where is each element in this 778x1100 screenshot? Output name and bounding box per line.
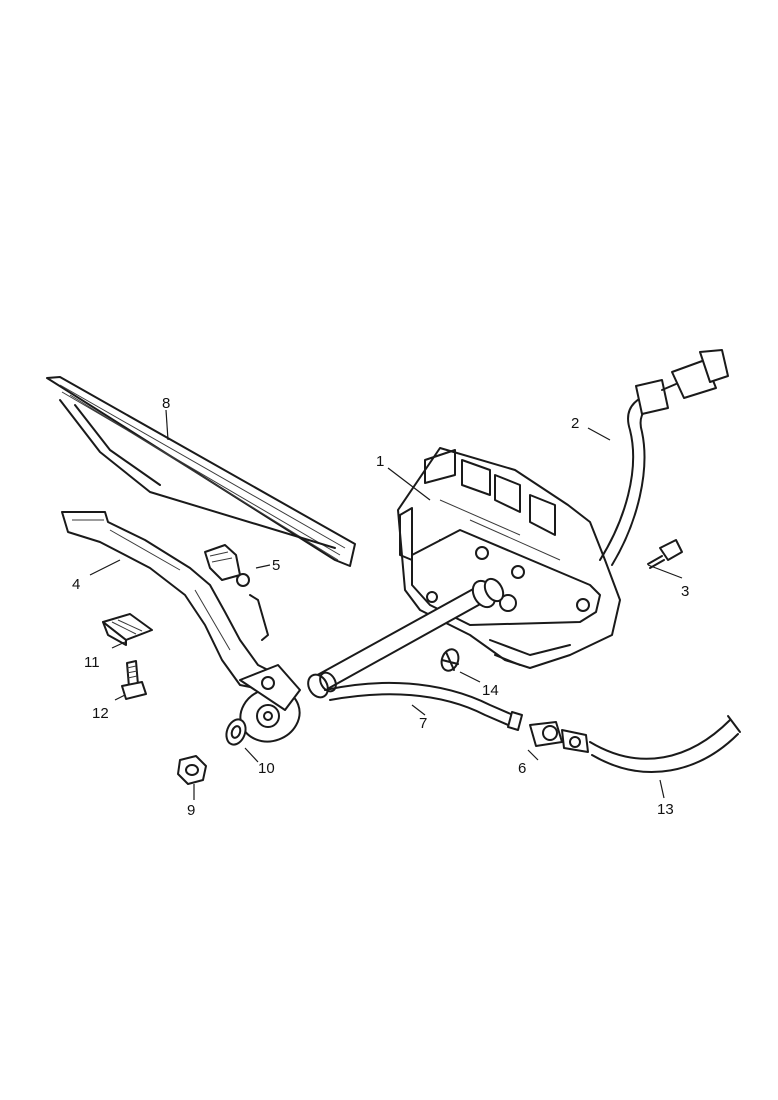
callouts: 8 1 2 3 4 5 14 7 6 13 10 9 11 12 (72, 395, 689, 819)
clip-5 (204, 544, 269, 641)
connector-6 (529, 721, 589, 753)
callout-1: 1 (376, 453, 384, 470)
washer-10 (225, 718, 247, 746)
bolt-12 (121, 660, 147, 700)
wiper-blade (46, 376, 356, 567)
washer-hose-7 (324, 681, 523, 731)
screw-3 (647, 539, 683, 569)
callout-3: 3 (681, 583, 689, 600)
callout-14: 14 (482, 682, 499, 699)
callout-9: 9 (187, 802, 195, 819)
callout-6: 6 (518, 760, 526, 777)
callout-2: 2 (571, 415, 579, 432)
leader-lines (89, 409, 683, 800)
callout-7: 7 (419, 715, 427, 732)
wiper-motor (397, 447, 621, 669)
wiring-harness (599, 349, 729, 566)
wiper-arm (61, 511, 301, 743)
nut-9 (177, 755, 207, 785)
callout-11: 11 (84, 654, 100, 671)
callout-12: 12 (92, 705, 109, 722)
hose-clip-14 (440, 648, 460, 672)
hose-13 (589, 715, 741, 773)
callout-4: 4 (72, 576, 80, 593)
spindle-shaft (307, 577, 505, 699)
cap-11 (102, 613, 153, 646)
callout-10: 10 (258, 760, 275, 777)
callout-5a: 5 (272, 557, 280, 574)
callout-13: 13 (657, 801, 674, 818)
callout-8: 8 (162, 395, 170, 412)
